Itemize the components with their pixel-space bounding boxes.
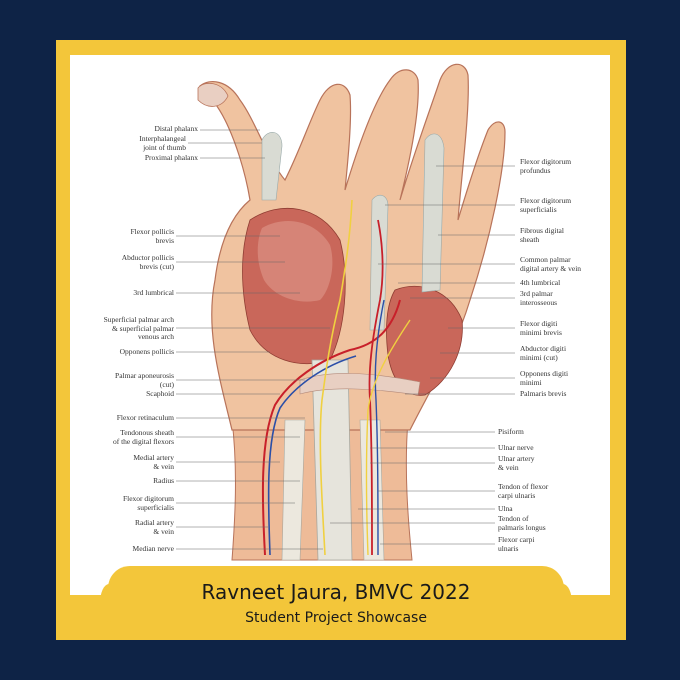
label-3rd-lumbrical: 3rd lumbrical	[133, 288, 174, 297]
label-flexor-digitorum-profundus: Flexor digitorum profundus	[520, 157, 572, 175]
label-medial-artery-vein: Medial artery & vein	[133, 453, 174, 471]
label-ulnar-artery-vein: Ulnar artery & vein	[498, 454, 535, 472]
title-banner: Ravneet Jaura, BMVC 2022 Student Project…	[100, 566, 572, 640]
label-flexor-digitorum-superficialis-right: Flexor digitorum superficialis	[520, 196, 572, 214]
label-radial-artery-vein: Radial artery & vein	[135, 518, 174, 536]
label-4th-lumbrical: 4th lumbrical	[520, 278, 561, 287]
label-pisiform: Pisiform	[498, 427, 524, 436]
label-scaphoid: Scaphoid	[146, 389, 174, 398]
label-common-palmar-digital: Common palmar digital artery & vein	[520, 255, 582, 273]
banner-title: Ravneet Jaura, BMVC 2022	[201, 580, 471, 604]
label-median-nerve: Median nerve	[132, 544, 174, 553]
label-abductor-digiti-minimi: Abductor digiti minimi (cut)	[520, 344, 567, 362]
label-fibrous-digital-sheath: Fibrous digital sheath	[520, 226, 564, 244]
label-flexor-pollicis-brevis: Flexor pollicis brevis	[130, 227, 174, 245]
label-flexor-retinaculum: Flexor retinaculum	[116, 413, 174, 422]
label-interphalangeal-joint: Interphalangeal joint of thumb	[139, 134, 186, 152]
label-superficial-palmar-arch: Superficial palmar arch & superficial pa…	[103, 315, 174, 341]
label-flexor-digitorum-superficialis-left: Flexor digitorum superficialis	[122, 494, 174, 512]
label-tendonous-sheath: Tendonous sheath of the digital flexors	[112, 428, 174, 446]
label-opponens-digiti-minimi: Opponens digiti minimi	[520, 369, 569, 387]
label-tendon-palmaris-longus: Tendon of palmaris longus	[498, 514, 546, 532]
label-palmar-aponeurosis: Palmar aponeurosis (cut)	[115, 371, 174, 389]
label-ulna: Ulna	[498, 504, 513, 513]
label-abductor-pollicis-brevis: Abductor pollicis brevis (cut)	[121, 253, 174, 271]
label-radius: Radius	[153, 476, 174, 485]
label-distal-phalanx: Distal phalanx	[154, 124, 198, 133]
label-opponens-pollicis: Opponens pollicis	[119, 347, 174, 356]
label-flexor-digiti-minimi-brevis: Flexor digiti minimi brevis	[520, 319, 562, 337]
label-palmaris-brevis: Palmaris brevis	[520, 389, 567, 398]
label-proximal-phalanx: Proximal phalanx	[144, 153, 198, 162]
label-flexor-carpi-ulnaris: Flexor carpi ulnaris	[498, 535, 535, 553]
label-tendon-flexor-carpi-ulnaris: Tendon of flexor carpi ulnaris	[498, 482, 549, 500]
banner-subtitle: Student Project Showcase	[245, 610, 427, 626]
label-3rd-palmar-interosseous: 3rd palmar interosseous	[520, 289, 558, 307]
label-ulnar-nerve: Ulnar nerve	[498, 443, 534, 452]
